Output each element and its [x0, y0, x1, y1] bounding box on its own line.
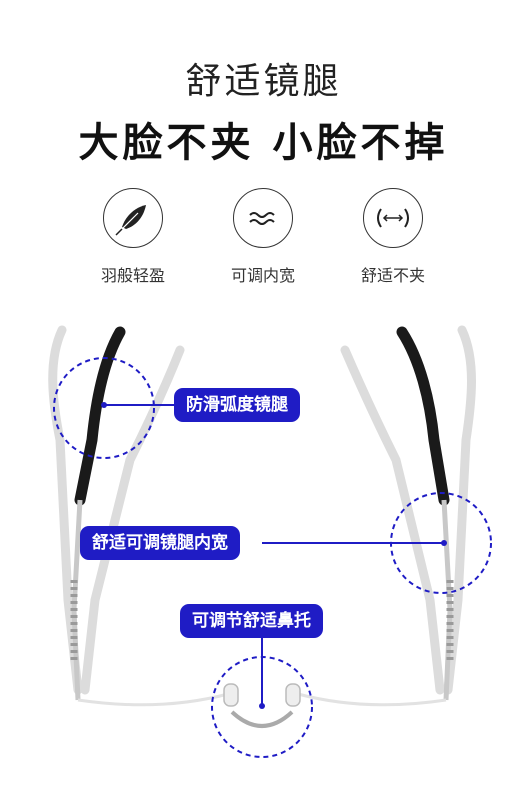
- feature-label: 舒适不夹: [360, 266, 425, 285]
- feature-adjustable: 可调内宽: [203, 188, 323, 286]
- callout-anti-slip: 防滑弧度镜腿: [174, 388, 300, 422]
- right-temple-ghost: [340, 325, 476, 695]
- callout-dot: [259, 703, 265, 709]
- page-title: 舒适镜腿: [185, 61, 342, 102]
- feature-label: 羽般轻盈: [100, 266, 165, 285]
- right-temple: [396, 326, 454, 701]
- feature-label: 可调内宽: [230, 266, 295, 285]
- width-arrow-icon: [363, 188, 423, 248]
- feature-lightweight: 羽般轻盈: [73, 188, 193, 286]
- page-subtitle: 大脸不夹 小脸不掉: [78, 120, 449, 166]
- feature-row: 羽般轻盈 可调内宽 舒适不夹: [0, 188, 527, 288]
- wave-icon: [233, 188, 293, 248]
- feather-icon: [103, 188, 163, 248]
- nose-pads: [223, 683, 301, 707]
- callout-dot: [441, 540, 447, 546]
- callout-circle-anti-slip: [53, 357, 155, 459]
- callout-adjustable-width: 舒适可调镜腿内宽: [80, 526, 240, 560]
- nose-bridge: [230, 710, 294, 728]
- feature-comfort: 舒适不夹: [333, 188, 453, 286]
- left-temple: [70, 326, 126, 701]
- lens-line: [297, 692, 447, 707]
- callout-dot: [101, 402, 107, 408]
- callout-nose-pad: 可调节舒适鼻托: [180, 604, 323, 638]
- lens-line: [77, 692, 229, 707]
